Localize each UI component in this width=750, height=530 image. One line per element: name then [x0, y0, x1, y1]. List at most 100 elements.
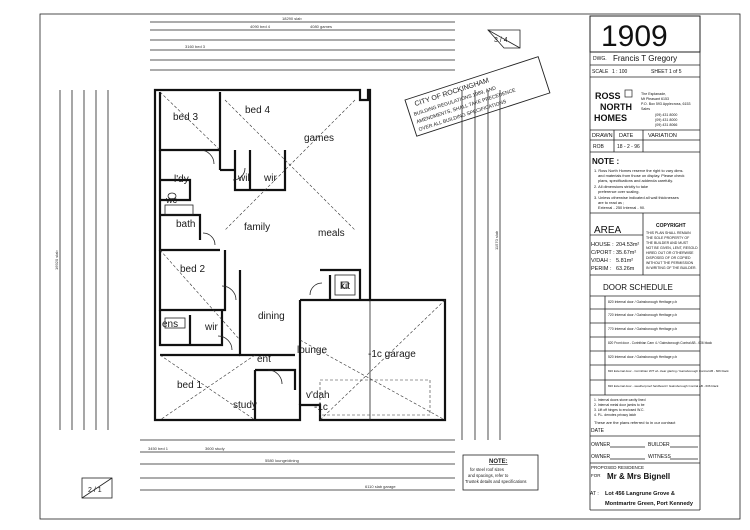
drafter-name: Francis T Gregory — [613, 54, 677, 63]
svg-text:63.26m: 63.26m — [616, 266, 635, 272]
svg-text:Mt Pleasant 6153: Mt Pleasant 6153 — [641, 97, 669, 101]
room-dining: dining — [258, 311, 285, 322]
svg-text:3. Unless otherwise indicated: 3. Unless otherwise indicated all wall t… — [594, 195, 679, 200]
svg-text:NOT BE GIVEN, LENT, RESOLD: NOT BE GIVEN, LENT, RESOLD — [646, 246, 698, 250]
svg-text:Trustek details and specificat: Trustek details and specifications — [465, 479, 527, 484]
svg-text:BUILDER: BUILDER — [648, 442, 670, 448]
svg-text:770 Internal door / Gainsborou: 770 Internal door / Gainsborough Heritag… — [608, 327, 677, 331]
room-garage: -1c garage — [368, 349, 416, 360]
svg-text:The Esplanade,: The Esplanade, — [641, 92, 666, 96]
room-ldy: l'dy — [174, 174, 189, 185]
sheet-marker-top: 3 / 4 — [487, 29, 521, 49]
svg-text:plans, specifications and adde: plans, specifications and addenda carefu… — [598, 178, 673, 183]
sheet-marker-bottom: 2 / 1 — [81, 477, 113, 499]
svg-text:DATE: DATE — [591, 428, 605, 434]
floor-plan: 18290 slab 4090 bed 4 3160 bed 3 4080 ga… — [54, 16, 501, 491]
site-address-1: Lot 456 Langrune Grove & — [605, 491, 675, 497]
svg-text:1 : 100: 1 : 100 — [612, 69, 628, 75]
svg-text:WITNESS: WITNESS — [648, 454, 671, 460]
svg-text:AT :: AT : — [590, 491, 599, 497]
company-name-2: NORTH — [600, 102, 632, 112]
room-vdah-2: -1c — [314, 402, 328, 413]
plan-note: NOTE: for steel roof sizes and spacings,… — [462, 454, 539, 491]
svg-text:820 External door - weatherpro: 820 External door - weatherproof hardboa… — [608, 384, 719, 388]
room-meals: meals — [318, 228, 345, 239]
svg-text:HOUSE :: HOUSE : — [591, 242, 614, 248]
svg-text:5.81m²: 5.81m² — [616, 258, 633, 264]
room-bed3: bed 3 — [173, 112, 198, 123]
svg-text:VARIATION: VARIATION — [648, 133, 677, 139]
svg-text:C/PORT :: C/PORT : — [591, 250, 615, 256]
svg-text:(09) 431 8066: (09) 431 8066 — [655, 123, 677, 127]
svg-text:COPYRIGHT: COPYRIGHT — [656, 223, 686, 229]
svg-text:OWNER: OWNER — [591, 454, 611, 460]
svg-text:THE SOLE PROPERTY OF: THE SOLE PROPERTY OF — [646, 236, 689, 240]
svg-text:(09) 431 8000: (09) 431 8000 — [655, 118, 677, 122]
svg-text:These are the plans referred t: These are the plans referred to in our c… — [594, 420, 676, 425]
svg-text:PERIM :: PERIM : — [591, 266, 612, 272]
title-block: 1909 DWG. Francis T Gregory SCALE 1 : 10… — [589, 15, 729, 511]
door-schedule-rows: 820 Internal door / Gainsborough Heritag… — [590, 300, 729, 396]
svg-text:V/DAH :: V/DAH : — [591, 258, 611, 264]
svg-text:(09) 431 8000: (09) 431 8000 — [655, 113, 677, 117]
svg-text:820 Internal door / Gainsborou: 820 Internal door / Gainsborough Heritag… — [608, 300, 677, 304]
dim-top-overall: 18290 slab — [282, 16, 302, 21]
dim-top-a: 4090 bed 4 — [250, 24, 271, 29]
svg-text:for steel roof sizes: for steel roof sizes — [470, 467, 504, 472]
svg-text:PROPOSED RESIDENCE: PROPOSED RESIDENCE — [591, 465, 644, 470]
svg-text:and spacings, refer to: and spacings, refer to — [468, 473, 509, 478]
room-vdah: v'dah — [306, 390, 330, 401]
room-lounge: lounge — [297, 345, 327, 356]
svg-text:35.67m²: 35.67m² — [616, 250, 636, 256]
room-family: family — [244, 222, 270, 233]
company-logo-icon — [624, 89, 633, 98]
room-wc: wc — [165, 195, 177, 205]
svg-text:820 External door - Corinthian: 820 External door - Corinthian W/T wl- c… — [608, 369, 729, 373]
svg-text:2 / 1: 2 / 1 — [88, 487, 102, 494]
room-bed4: bed 4 — [245, 105, 270, 116]
svg-text:2. Internal metal door jambs t: 2. Internal metal door jambs to be — [594, 403, 645, 407]
svg-text:HIRED OUT OR OTHERWISE: HIRED OUT OR OTHERWISE — [646, 251, 694, 255]
svg-text:THE BUILDER AND MUST: THE BUILDER AND MUST — [646, 241, 689, 245]
dim-bottom-c: 5580 lounge/dining — [265, 458, 299, 463]
svg-text:are to read as ;: are to read as ; — [598, 200, 624, 205]
room-study: study — [233, 400, 257, 411]
svg-text:ROB: ROB — [593, 144, 605, 150]
svg-text:P.O. Box 593 Applecross, 6153: P.O. Box 593 Applecross, 6153 — [641, 102, 690, 106]
room-games: games — [304, 133, 334, 144]
svg-text:AREA: AREA — [594, 225, 622, 236]
svg-text:WITHOUT THE PERMISSION: WITHOUT THE PERMISSION — [646, 261, 694, 265]
room-wir: wir — [204, 322, 218, 333]
room-bath: bath — [176, 219, 195, 230]
svg-text:1. Ross North Homes reserve th: 1. Ross North Homes reserve the right to… — [594, 168, 684, 173]
svg-text:External - 250 Internal - 90: External - 250 Internal - 90. — [598, 205, 645, 210]
drawing-number: 1909 — [601, 20, 668, 53]
company-name-1: ROSS — [595, 91, 621, 101]
svg-text:3. Lift off hinges to enclosed: 3. Lift off hinges to enclosed W.C. — [594, 408, 645, 412]
svg-text:IN WRITING OF THE BUILDER.: IN WRITING OF THE BUILDER. — [646, 266, 697, 270]
svg-text:2. All dimensions strictly to: 2. All dimensions strictly to take — [594, 184, 648, 189]
dim-top-c: 4080 games — [310, 24, 332, 29]
svg-text:SHEET 1 of 5: SHEET 1 of 5 — [651, 69, 682, 75]
svg-text:520 Internal door / Gainsborou: 520 Internal door / Gainsborough Heritag… — [608, 355, 677, 359]
svg-text:NOTE:: NOTE: — [489, 459, 508, 465]
room-ent: ent — [257, 354, 271, 365]
svg-text:DWG.: DWG. — [593, 56, 607, 62]
svg-text:1. Internal doors stone cavity: 1. Internal doors stone cavity lined — [594, 398, 646, 402]
svg-text:and materials from those on di: and materials from those on display. Ple… — [598, 173, 684, 178]
svg-text:4. P.L. denotes privacy latch: 4. P.L. denotes privacy latch — [594, 413, 636, 417]
room-wir-top: wir — [263, 173, 277, 184]
svg-text:SCALE: SCALE — [592, 69, 609, 75]
svg-text:OWNER: OWNER — [591, 442, 611, 448]
dim-right-overall: 11570 slab — [494, 230, 499, 250]
client-name: Mr & Mrs Bignell — [607, 472, 670, 481]
dim-top-b: 3160 bed 3 — [185, 44, 206, 49]
svg-text:NOTE :: NOTE : — [592, 157, 619, 166]
sheet-border — [39, 13, 741, 520]
room-bed1: bed 1 — [177, 380, 202, 391]
room-bed2: bed 2 — [180, 264, 205, 275]
room-ens: ens — [162, 319, 178, 330]
svg-text:18 - 2 - 96: 18 - 2 - 96 — [617, 144, 640, 150]
svg-text:DRAWN: DRAWN — [592, 133, 613, 139]
svg-text:FOR: FOR — [591, 473, 601, 478]
